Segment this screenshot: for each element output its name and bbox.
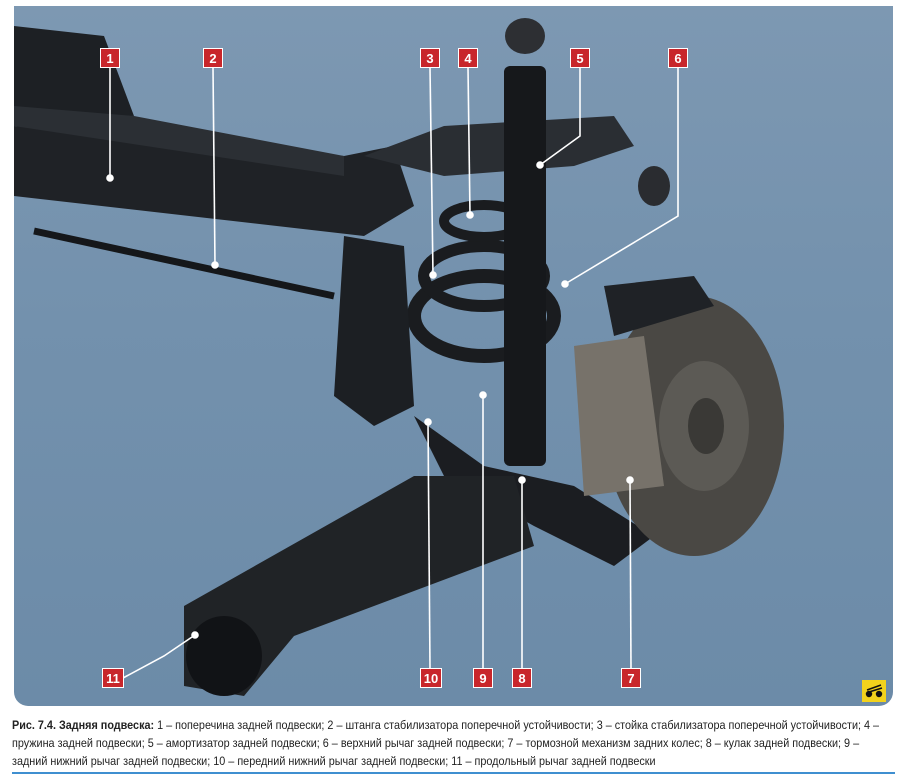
- callout-6: 6: [668, 48, 688, 68]
- callout-3: 3: [420, 48, 440, 68]
- car-suspension-icon: [862, 680, 886, 702]
- callout-5: 5: [570, 48, 590, 68]
- callout-1: 1: [100, 48, 120, 68]
- leader-lines: [106, 67, 679, 679]
- callout-8: 8: [512, 668, 532, 688]
- callout-11: 11: [102, 668, 124, 688]
- divider: [12, 772, 895, 774]
- figure-caption: Рис. 7.4. Задняя подвеска: 1 – поперечин…: [12, 716, 896, 770]
- callout-9: 9: [473, 668, 493, 688]
- callout-2: 2: [203, 48, 223, 68]
- callout-7: 7: [621, 668, 641, 688]
- caption-title: Рис. 7.4. Задняя подвеска:: [12, 718, 155, 732]
- callout-4: 4: [458, 48, 478, 68]
- callout-10: 10: [420, 668, 442, 688]
- suspension-photo: [14, 6, 893, 706]
- caption-text: 1 – поперечина задней подвески; 2 – штан…: [12, 718, 880, 768]
- suspension-illustration: [14, 18, 784, 696]
